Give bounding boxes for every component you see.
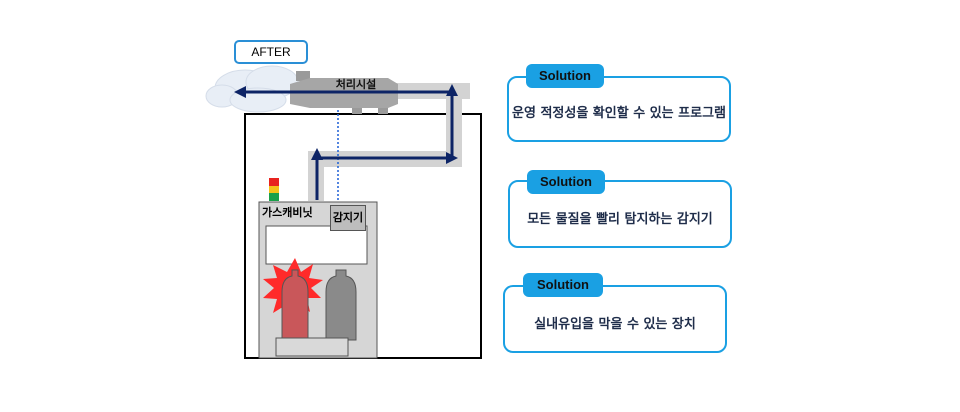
- gas-cylinder-right: [325, 269, 357, 341]
- solution-tag-2: Solution: [527, 170, 605, 194]
- cylinder-base: [275, 337, 349, 357]
- arrow-head-right: [446, 152, 458, 164]
- solution-text-1: 운영 적정성을 확인할 수 있는 프로그램: [512, 106, 726, 121]
- warning-light-icon: [269, 178, 279, 201]
- cabinet-panel: [265, 225, 368, 265]
- solution-text-2: 모든 물질을 빨리 탐지하는 감지기: [527, 212, 713, 227]
- solution-text-3: 실내유입을 막을 수 있는 장치: [534, 317, 696, 332]
- arrow-head-up-left: [311, 148, 323, 160]
- solution-tag-1: Solution: [526, 64, 604, 88]
- after-label: AFTER: [234, 40, 308, 64]
- gas-cabinet-label: 가스캐비닛: [262, 206, 313, 219]
- solution-tag-3: Solution: [523, 273, 603, 297]
- arrow-head-left: [234, 86, 246, 98]
- cloud-icon: [205, 65, 299, 113]
- arrow-head-up-right: [446, 84, 458, 96]
- gas-cylinder-left: [281, 269, 309, 341]
- sensor-label: 감지기: [330, 205, 366, 231]
- treatment-facility-label: 처리시설: [335, 78, 377, 91]
